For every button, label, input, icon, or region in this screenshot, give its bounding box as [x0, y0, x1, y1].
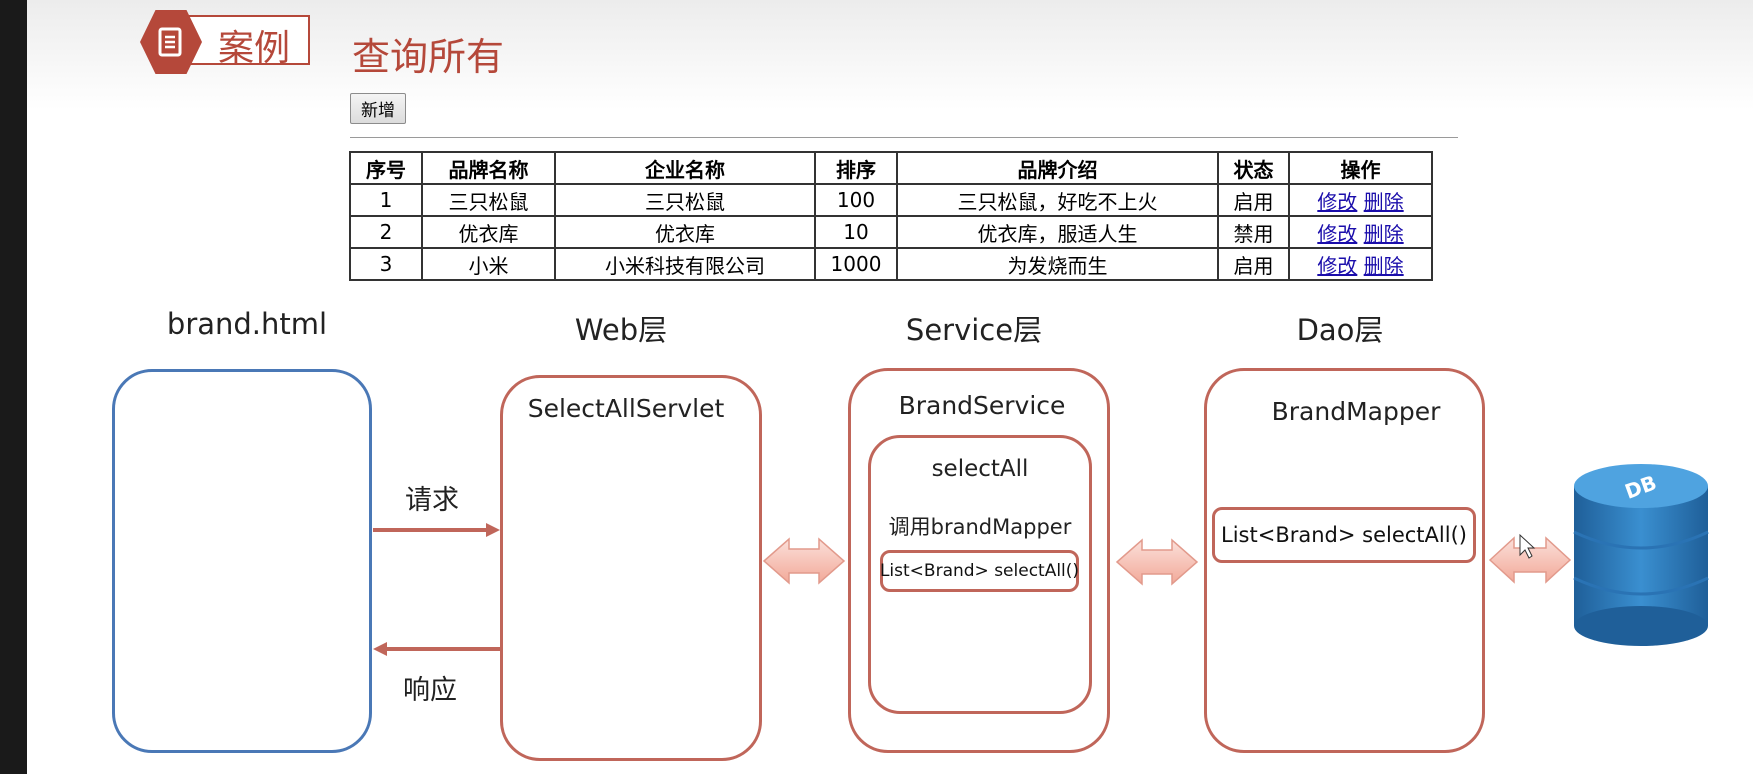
edit-link[interactable]: 修改: [1317, 221, 1358, 246]
column-header: 品牌名称: [421, 151, 556, 185]
table-cell: 1000: [814, 247, 898, 281]
double-arrow-web-service: [762, 537, 846, 585]
table-cell: 小米科技有限公司: [554, 247, 816, 281]
column-label-dao: Dao层: [1296, 313, 1384, 347]
method-name: selectAll: [931, 456, 1029, 482]
column-header: 品牌介绍: [896, 151, 1219, 185]
database-icon: DB: [1572, 460, 1710, 650]
request-label: 请求: [405, 485, 459, 516]
table-cell: 三只松鼠，好吃不上火: [896, 183, 1219, 217]
delete-link[interactable]: 删除: [1363, 253, 1404, 278]
table-row: 1 三只松鼠 三只松鼠 100 三只松鼠，好吃不上火 启用 修改 删除: [349, 183, 1433, 217]
table-cell: 禁用: [1217, 215, 1290, 249]
badge-label: 案例: [218, 28, 291, 69]
table-cell: 三只松鼠: [421, 183, 556, 217]
column-header: 序号: [349, 151, 423, 185]
double-arrow-service-dao: [1115, 538, 1199, 586]
table-cell: 3: [349, 247, 423, 281]
table-cell: 优衣库: [554, 215, 816, 249]
call-mapper-text: 调用brandMapper: [888, 515, 1072, 539]
column-header: 企业名称: [554, 151, 816, 185]
brand-html-box: [112, 369, 372, 753]
column-label-service: Service层: [905, 313, 1043, 347]
table-cell: 优衣库: [421, 215, 556, 249]
edit-link[interactable]: 修改: [1317, 189, 1358, 214]
mapper-title: BrandMapper: [1271, 397, 1441, 426]
response-label: 响应: [403, 675, 457, 706]
double-arrow-dao-db: [1488, 536, 1572, 584]
table-cell: 1: [349, 183, 423, 217]
table-header-row: 序号 品牌名称 企业名称 排序 品牌介绍 状态 操作: [349, 151, 1433, 185]
table-cell: 为发烧而生: [896, 247, 1219, 281]
brand-table: 序号 品牌名称 企业名称 排序 品牌介绍 状态 操作 1 三只松鼠 三只松鼠 1…: [349, 151, 1433, 281]
column-header: 操作: [1288, 151, 1433, 185]
column-header: 状态: [1217, 151, 1290, 185]
table-cell: 10: [814, 215, 898, 249]
response-arrow: [373, 642, 500, 656]
column-label-frontend: brand.html: [166, 307, 328, 341]
actions-cell: 修改 删除: [1288, 247, 1433, 281]
slide-title: 查询所有: [352, 35, 505, 79]
left-edge-bar: [0, 0, 27, 774]
table-cell: 优衣库，服适人生: [896, 215, 1219, 249]
table-row: 2 优衣库 优衣库 10 优衣库，服适人生 禁用 修改 删除: [349, 215, 1433, 249]
delete-link[interactable]: 删除: [1363, 221, 1404, 246]
table-row: 3 小米 小米科技有限公司 1000 为发烧而生 启用 修改 删除: [349, 247, 1433, 281]
table-cell: 小米: [421, 247, 556, 281]
add-button[interactable]: 新增: [350, 93, 406, 124]
actions-cell: 修改 删除: [1288, 215, 1433, 249]
request-arrow: [373, 523, 500, 537]
service-signature-box: List<Brand> selectAll(): [880, 550, 1079, 592]
service-title: BrandService: [898, 391, 1066, 420]
table-cell: 启用: [1217, 183, 1290, 217]
table-cell: 三只松鼠: [554, 183, 816, 217]
column-label-web: Web层: [574, 313, 668, 347]
web-layer-box: [500, 375, 762, 761]
table-cell: 2: [349, 215, 423, 249]
divider: [350, 137, 1458, 138]
edit-link[interactable]: 修改: [1317, 253, 1358, 278]
mouse-cursor-icon: [1519, 533, 1536, 559]
column-header: 排序: [814, 151, 898, 185]
servlet-label: SelectAllServlet: [527, 394, 725, 423]
actions-cell: 修改 删除: [1288, 183, 1433, 217]
mapper-signature-box: List<Brand> selectAll(): [1212, 507, 1476, 563]
delete-link[interactable]: 删除: [1363, 189, 1404, 214]
table-cell: 100: [814, 183, 898, 217]
table-cell: 启用: [1217, 247, 1290, 281]
